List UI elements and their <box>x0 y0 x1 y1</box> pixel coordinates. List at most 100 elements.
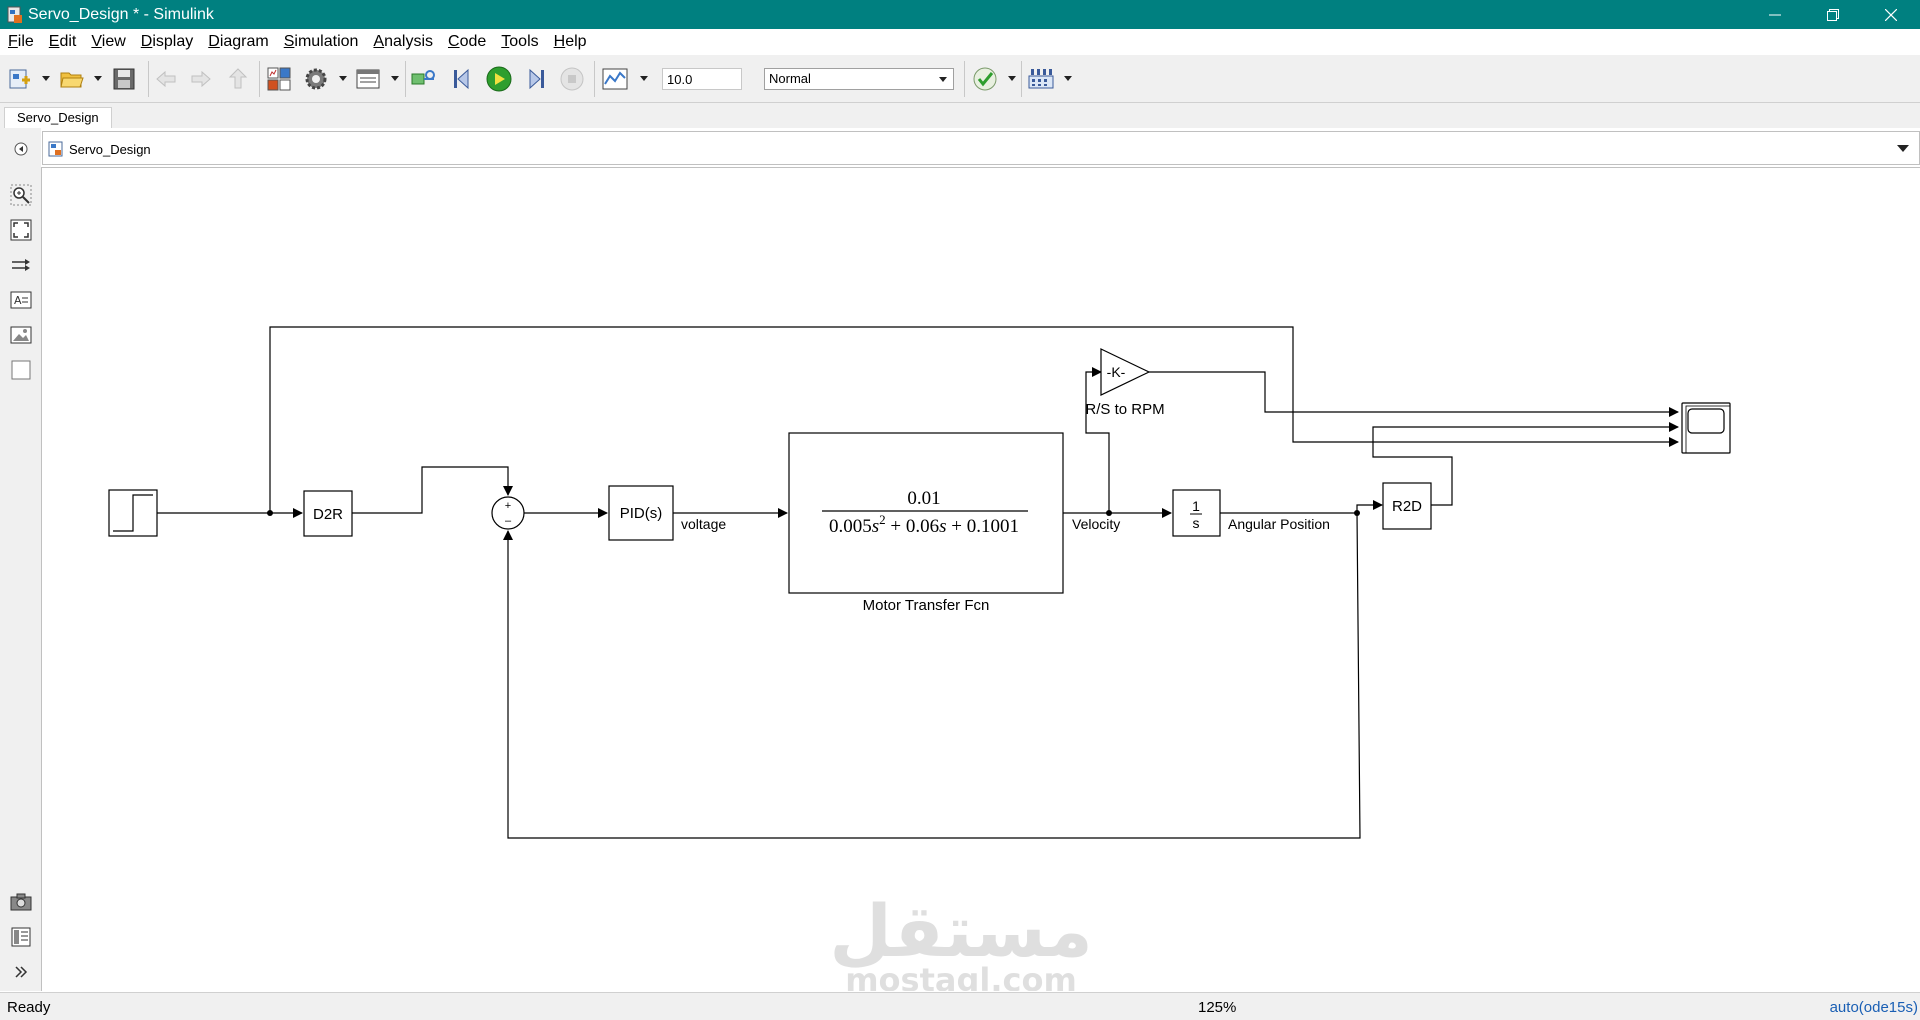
update-diagram-button[interactable] <box>410 65 438 93</box>
signal-velocity-to-gain[interactable] <box>1085 367 1110 513</box>
address-dropdown-icon[interactable] <box>1897 145 1909 152</box>
r2d-block[interactable]: R2D <box>1382 482 1432 530</box>
property-inspector-button[interactable] <box>10 926 32 948</box>
menu-help[interactable]: Help <box>553 33 587 50</box>
model-explorer-button[interactable] <box>354 65 382 93</box>
up-button[interactable] <box>224 65 252 93</box>
model-explorer-icon <box>356 69 380 89</box>
signal-integrator-to-r2d[interactable] <box>1220 500 1383 514</box>
stop-icon <box>560 67 584 91</box>
breadcrumb-model[interactable]: Servo_Design <box>47 140 151 158</box>
settings-dropdown-arrow[interactable] <box>338 73 348 85</box>
pid-controller-block[interactable]: PID(s) <box>608 485 674 541</box>
stop-time-input[interactable] <box>662 68 742 90</box>
simulink-app-icon <box>5 5 25 25</box>
circle-arrow-left-icon <box>14 142 28 156</box>
menu-code[interactable]: Code <box>448 33 487 50</box>
area-button[interactable] <box>10 359 32 381</box>
library-browser-icon <box>267 67 291 91</box>
annotation-button[interactable]: A <box>10 289 32 311</box>
model-canvas[interactable]: D2R + – PID(s) voltage 0.01 0.005s2 + 0.… <box>41 167 1920 991</box>
left-palette: A <box>0 128 41 991</box>
signal-d2r-to-sum[interactable] <box>352 466 513 514</box>
open-button[interactable] <box>58 65 86 93</box>
stop-button[interactable] <box>558 65 586 93</box>
signal-feedback[interactable] <box>503 512 1361 839</box>
menu-analysis[interactable]: Analysis <box>373 33 433 50</box>
signal-gain-to-scope[interactable] <box>1149 371 1679 417</box>
title-bar: Servo_Design * - Simulink <box>0 0 1920 29</box>
gain-label: -K- <box>1107 364 1126 380</box>
voltage-signal-label: voltage <box>681 516 726 532</box>
minimize-button[interactable] <box>1746 0 1804 29</box>
window-title: Servo_Design * - Simulink <box>28 5 214 23</box>
scope-block[interactable] <box>1681 402 1731 454</box>
step-block[interactable] <box>108 489 158 537</box>
build-model-button[interactable] <box>1027 65 1055 93</box>
restore-button[interactable] <box>1804 0 1862 29</box>
area-icon <box>11 360 31 380</box>
screenshot-button[interactable] <box>10 891 32 913</box>
address-bar: Servo_Design <box>42 131 1920 165</box>
menu-file[interactable]: File <box>8 33 34 50</box>
watermark-arabic: مستقل <box>829 889 1092 973</box>
integrator-denominator: s <box>1193 515 1200 531</box>
branch-point-velocity <box>1106 510 1112 516</box>
model-tab-strip: Servo_Design <box>0 103 1920 128</box>
camera-icon <box>10 893 32 911</box>
back-button[interactable] <box>152 65 180 93</box>
route-lines-icon <box>12 259 30 271</box>
explorer-dropdown-arrow[interactable] <box>390 73 400 85</box>
step-back-button[interactable] <box>449 65 477 93</box>
hide-browser-button[interactable] <box>10 138 32 160</box>
route-lines-button[interactable] <box>10 254 32 276</box>
angular-position-signal-label: Angular Position <box>1228 516 1330 532</box>
close-button[interactable] <box>1862 0 1920 29</box>
back-arrow-icon <box>156 70 176 88</box>
step-forward-button[interactable] <box>521 65 549 93</box>
menu-edit[interactable]: Edit <box>48 33 77 50</box>
data-inspector-icon <box>602 68 628 90</box>
integrator-block[interactable]: 1 s <box>1172 489 1221 537</box>
advisor-dropdown-arrow[interactable] <box>1007 73 1017 85</box>
open-dropdown-arrow[interactable] <box>93 73 103 85</box>
menu-display[interactable]: Display <box>140 33 194 50</box>
forward-button[interactable] <box>187 65 215 93</box>
run-button[interactable] <box>485 65 513 93</box>
signal-r2d-to-scope[interactable] <box>1372 422 1679 506</box>
image-button[interactable] <box>10 324 32 346</box>
build-model-icon <box>1028 69 1054 89</box>
build-dropdown-arrow[interactable] <box>1063 73 1073 85</box>
save-button[interactable] <box>110 65 138 93</box>
new-dropdown-arrow[interactable] <box>41 73 51 85</box>
expand-palette-button[interactable] <box>10 961 32 983</box>
save-icon <box>113 68 135 90</box>
menu-view[interactable]: View <box>91 33 126 50</box>
up-arrow-icon <box>228 68 248 89</box>
sum-block[interactable]: + – <box>491 496 525 530</box>
new-model-button[interactable] <box>6 65 34 93</box>
property-inspector-icon <box>11 927 31 947</box>
simulation-mode-select[interactable]: Normal <box>764 68 954 90</box>
status-text: Ready <box>7 999 51 1016</box>
d2r-block[interactable]: D2R <box>303 490 353 537</box>
signal-reference-to-scope[interactable] <box>269 326 1679 513</box>
menu-simulation[interactable]: Simulation <box>283 33 359 50</box>
folder-open-icon <box>60 72 84 88</box>
zoom-in-button[interactable] <box>10 184 32 206</box>
solver-link[interactable]: auto(ode15s) <box>1829 999 1918 1016</box>
model-advisor-button[interactable] <box>971 65 999 93</box>
gain-block[interactable]: -K- <box>1100 348 1151 396</box>
fit-to-view-button[interactable] <box>10 219 32 241</box>
menu-diagram[interactable]: Diagram <box>208 33 269 50</box>
model-settings-button[interactable] <box>302 65 330 93</box>
simulation-data-inspector-button[interactable] <box>601 65 629 93</box>
menu-tools[interactable]: Tools <box>501 33 539 50</box>
tab-servo-design[interactable]: Servo_Design <box>4 107 112 128</box>
d2r-label: D2R <box>313 506 343 523</box>
motor-transfer-fcn-block[interactable]: 0.01 0.005s2 + 0.06s + 0.1001 <box>788 432 1064 594</box>
menu-bar: File Edit View Display Diagram Simulatio… <box>0 29 1920 55</box>
double-chevron-right-icon <box>15 966 28 978</box>
inspector-dropdown-arrow[interactable] <box>639 73 649 85</box>
library-browser-button[interactable] <box>265 65 293 93</box>
